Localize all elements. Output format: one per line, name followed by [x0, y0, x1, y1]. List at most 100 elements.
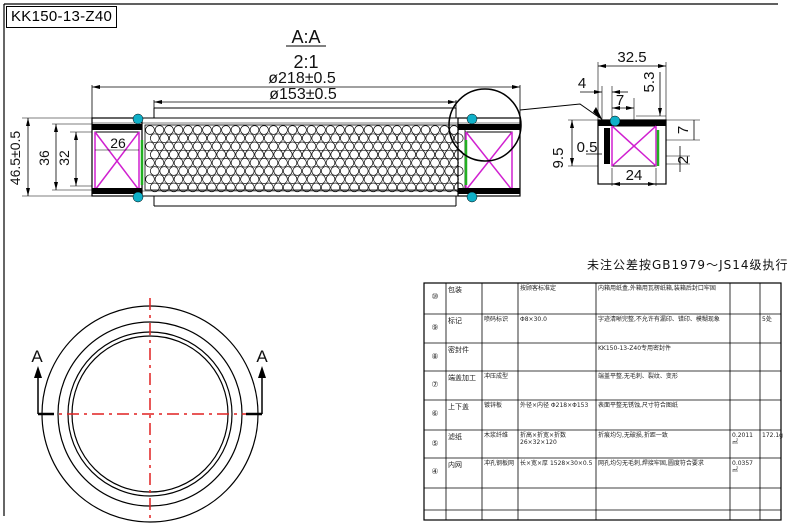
item-value — [732, 403, 758, 428]
mesh-hole — [230, 174, 241, 184]
mesh-hole — [373, 174, 383, 184]
item-value — [732, 374, 758, 398]
mesh-hole — [192, 174, 203, 184]
mesh-hole — [150, 166, 160, 176]
dim-0-5: 0.5 — [577, 139, 598, 156]
dim-5-3: 5.3 — [641, 72, 658, 93]
mesh-hole — [335, 141, 345, 152]
mesh-hole — [406, 133, 417, 143]
mesh-hole — [397, 182, 407, 193]
item-unit — [762, 346, 779, 369]
mesh-hole — [173, 158, 184, 168]
mesh-hole — [344, 158, 355, 168]
item-name: 密封件 — [448, 346, 469, 354]
mesh-hole — [316, 158, 326, 168]
mesh-hole — [259, 174, 269, 184]
mesh-hole — [164, 125, 174, 135]
item-unit: 5处 — [762, 316, 772, 323]
mesh-hole — [283, 182, 293, 193]
item-spec: 冲压成型 — [484, 373, 509, 380]
mesh-hole — [159, 182, 170, 193]
mesh-hole — [321, 149, 331, 160]
mesh-hole — [425, 182, 436, 193]
mesh-hole — [159, 149, 170, 160]
mesh-hole — [178, 149, 189, 160]
mesh-hole — [439, 158, 450, 168]
mesh-hole — [278, 125, 288, 135]
mesh-hole — [354, 141, 364, 152]
mesh-hole — [359, 149, 369, 160]
item-name: 上下盖 — [448, 403, 469, 411]
mesh-hole — [435, 182, 445, 193]
mesh-hole — [268, 141, 279, 152]
detail-callout-circle — [448, 88, 522, 162]
mesh-hole — [430, 174, 440, 184]
mesh-hole — [344, 141, 355, 152]
mesh-hole — [382, 174, 393, 184]
dim-inner-diameter: ø153±0.5 — [269, 86, 337, 103]
mesh-hole — [378, 166, 388, 176]
mesh-hole — [430, 125, 440, 135]
mesh-hole — [230, 158, 241, 168]
mesh-hole — [425, 149, 436, 160]
cut-marker-right: A — [256, 347, 268, 366]
mesh-hole — [349, 133, 360, 143]
mesh-hole — [164, 141, 174, 152]
item-value: 0.0357㎡ — [732, 460, 753, 474]
plan-view — [34, 298, 266, 523]
mesh-hole — [411, 125, 421, 135]
mesh-hole — [278, 158, 288, 168]
mesh-hole — [178, 133, 189, 143]
mesh-hole — [382, 158, 393, 168]
mesh-hole — [349, 149, 360, 160]
mesh-hole — [416, 166, 426, 176]
mesh-hole — [363, 141, 374, 152]
mesh-hole — [221, 174, 231, 184]
mesh-hole — [283, 133, 293, 143]
mesh-hole — [268, 174, 279, 184]
mesh-hole — [411, 158, 421, 168]
mesh-hole — [240, 125, 250, 135]
mesh-hole — [444, 133, 455, 143]
item-spec — [484, 286, 516, 312]
mesh-hole — [316, 125, 326, 135]
mesh-hole — [340, 182, 350, 193]
item-dimension: Φ8×30.0 — [520, 316, 547, 323]
mesh-hole — [264, 182, 274, 193]
mesh-hole — [192, 125, 203, 135]
mesh-hole — [378, 149, 388, 160]
mesh-hole — [216, 182, 227, 193]
mesh-hole — [311, 133, 322, 143]
mesh-hole — [169, 166, 179, 176]
mesh-hole — [292, 182, 303, 193]
mesh-hole — [359, 166, 369, 176]
mesh-hole — [368, 166, 379, 176]
item-requirement: KK150-13-Z40专用密封件 — [598, 345, 672, 352]
mesh-hole — [368, 149, 379, 160]
mesh-hole — [235, 133, 246, 143]
mesh-hole — [211, 174, 222, 184]
dim-26: 26 — [110, 135, 126, 151]
mesh-hole — [273, 182, 284, 193]
item-value — [732, 317, 758, 341]
mesh-hole — [454, 133, 464, 143]
mesh-hole — [330, 166, 341, 176]
mesh-hole — [378, 182, 388, 193]
mesh-hole — [150, 182, 160, 193]
mesh-hole — [164, 158, 174, 168]
mesh-hole — [363, 174, 374, 184]
mesh-hole — [420, 141, 431, 152]
mesh-hole — [420, 125, 431, 135]
mesh-hole — [197, 133, 208, 143]
mesh-hole — [306, 125, 317, 135]
item-unit: 172.1g — [762, 432, 783, 439]
mesh-hole — [454, 166, 464, 176]
mesh-hole — [249, 141, 260, 152]
mesh-hole — [150, 133, 160, 143]
mesh-hole — [344, 125, 355, 135]
item-value — [732, 346, 758, 369]
cut-marker-left: A — [31, 347, 43, 366]
mesh-hole — [435, 166, 445, 176]
mesh-hole — [249, 158, 260, 168]
